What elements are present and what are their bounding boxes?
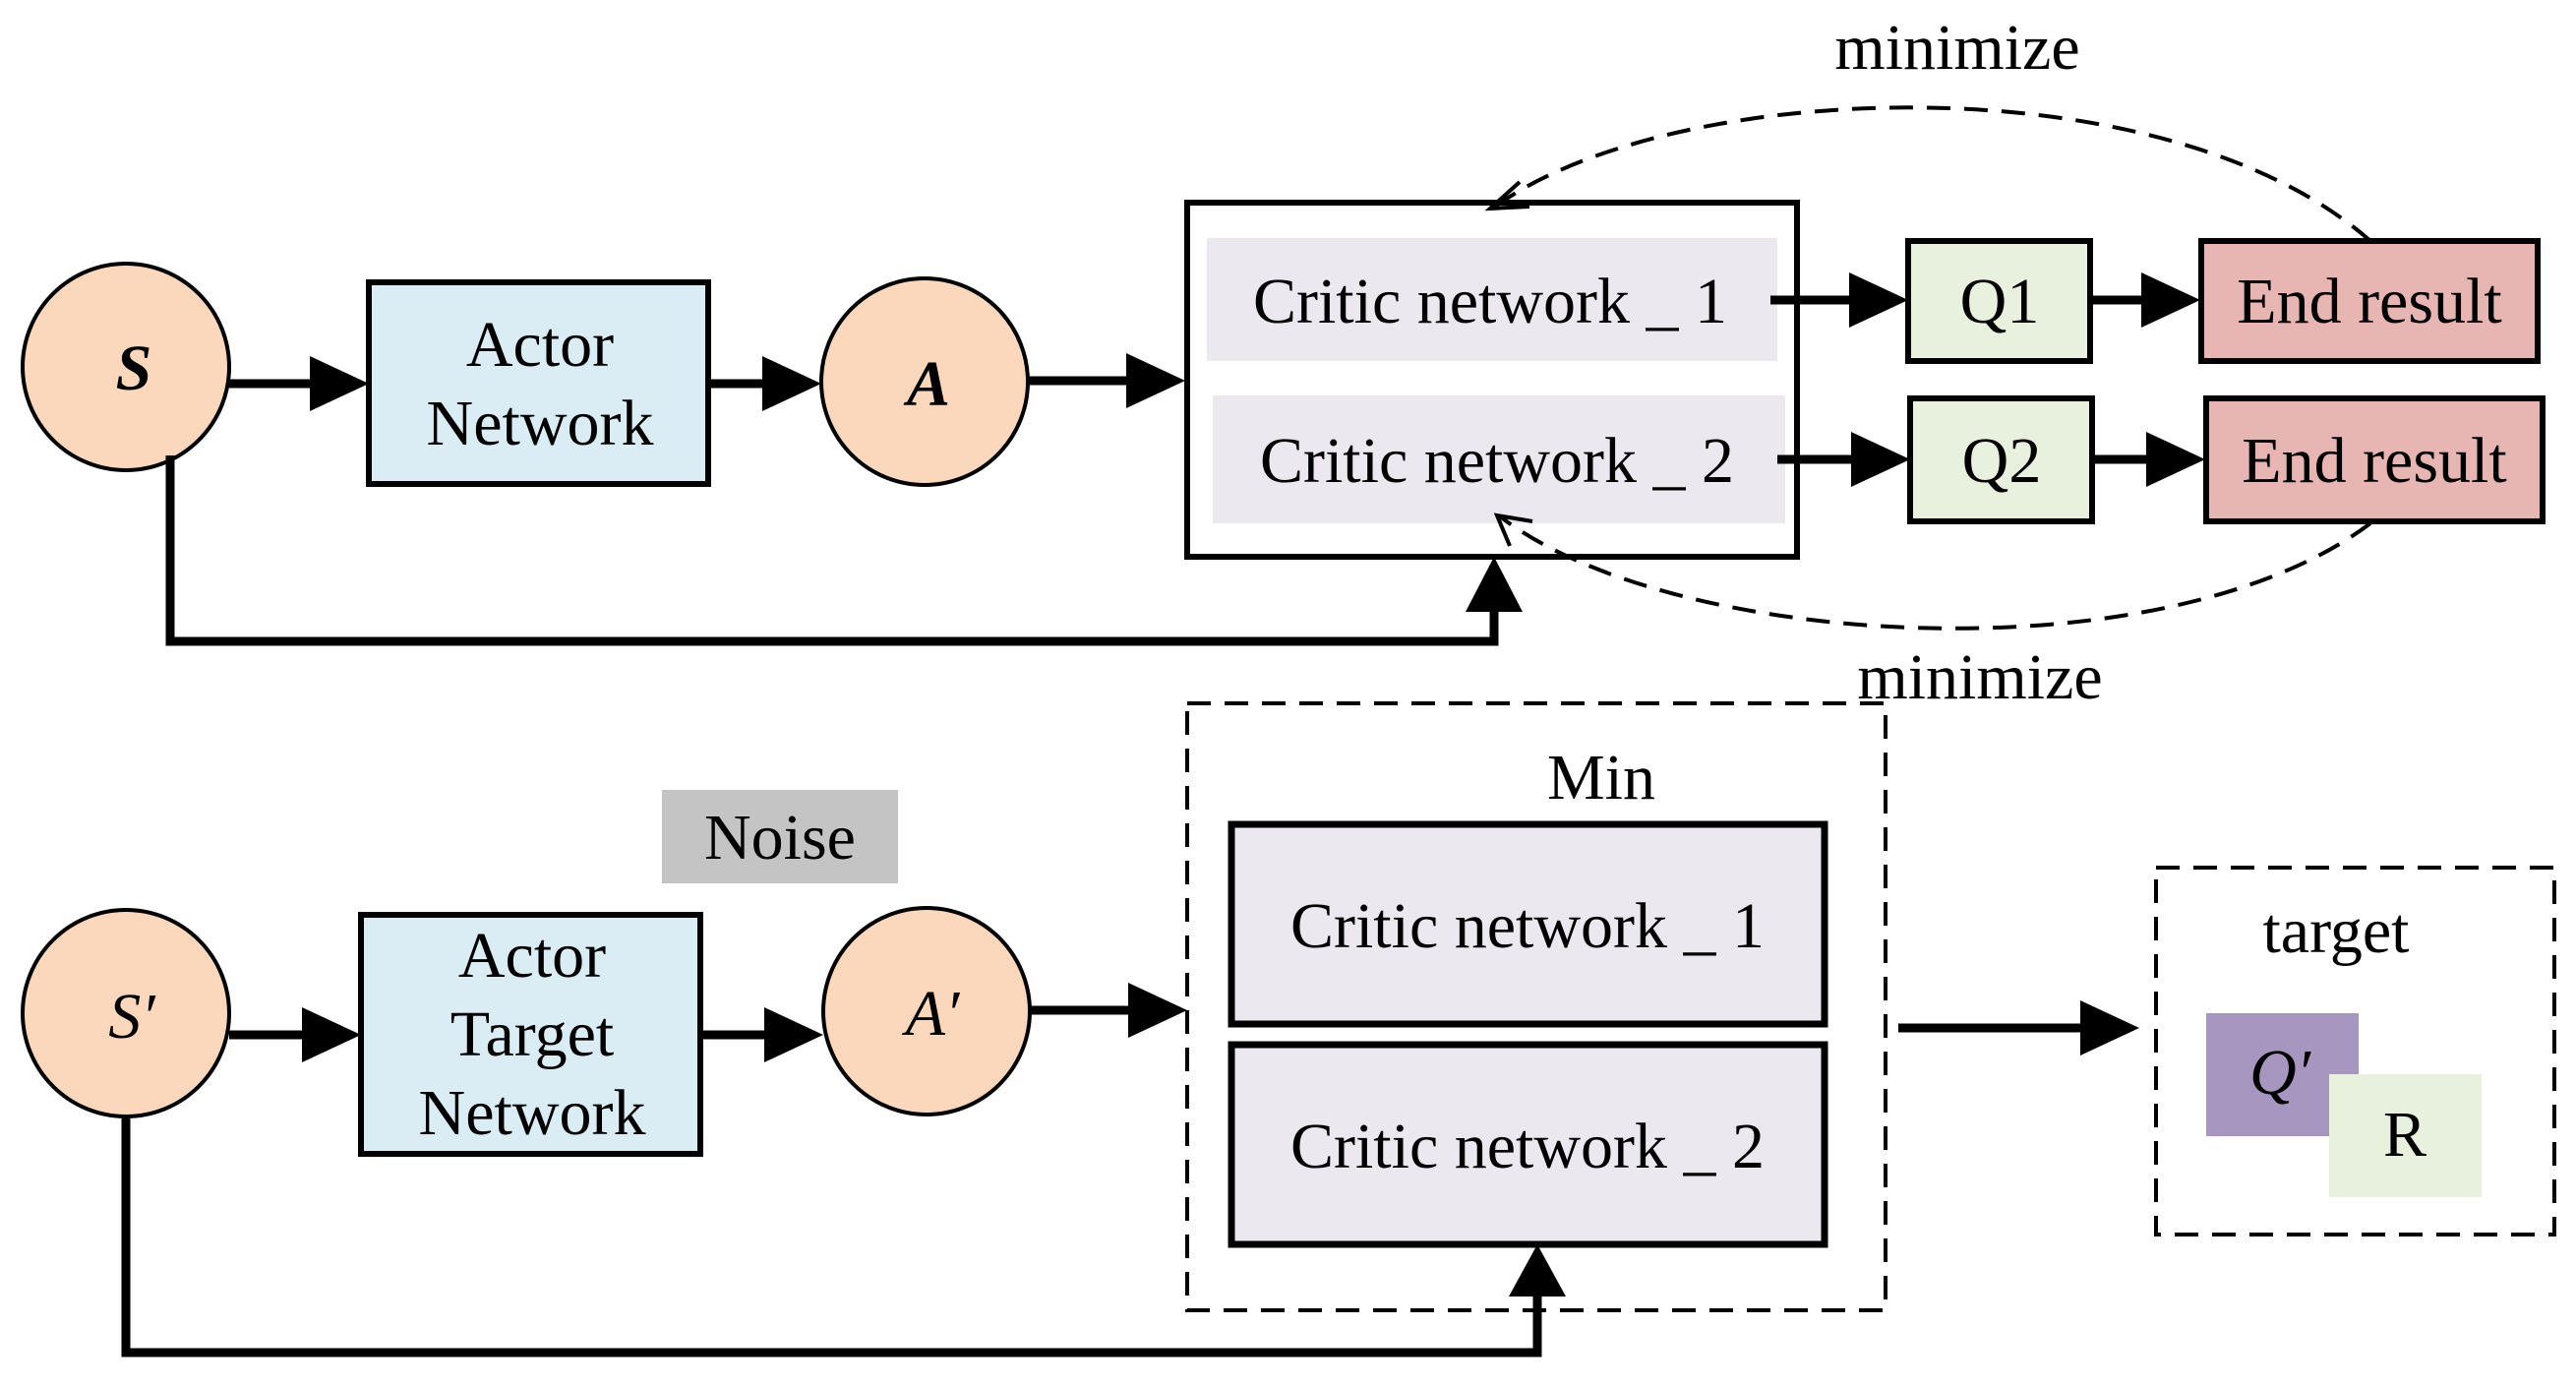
q1-box (1905, 238, 2093, 364)
critic-network-2-top-label: Critic network _ 2 (1260, 425, 1734, 497)
actor-target-network-box (358, 912, 703, 1157)
arrowhead-s-to-actor (310, 356, 369, 411)
noise-box (662, 790, 898, 883)
arrowhead-a-to-critics (1126, 353, 1185, 408)
action-a-prime-label: A′ (902, 978, 961, 1050)
state-s-node (21, 262, 231, 472)
minimize-arrowhead-bottom (1493, 513, 1533, 547)
arrowhead-aprime-to-min (1128, 983, 1187, 1038)
actor-network-box (366, 279, 711, 487)
feedback-arrowhead-top (1466, 557, 1523, 612)
critic-network-2-bottom-label: Critic network _ 2 (1290, 1111, 1765, 1182)
arrowhead-q1-to-end1 (2141, 272, 2200, 328)
arrowhead-critic2-to-q2 (1851, 432, 1910, 487)
r-label: R (2383, 1099, 2426, 1171)
critic-network-2-bottom (1228, 1041, 1828, 1248)
arrowhead-min-to-target (2080, 1000, 2139, 1055)
target-container (2154, 866, 2556, 1236)
feedback-sprime-to-critics (121, 1116, 1542, 1357)
arrowhead-actor-target-to-aprime (764, 1007, 823, 1062)
noise-label: Noise (704, 802, 856, 874)
critic-network-1-top-label: Critic network _ 1 (1253, 266, 1727, 337)
actor-target-label-1: Actor (458, 920, 606, 992)
q2-label: Q2 (1962, 425, 2042, 497)
minimize-curve-bottom (1498, 514, 2372, 631)
minimize-label-top: minimize (1834, 12, 2079, 84)
actor-target-label-2: Target (450, 998, 614, 1070)
critic-network-1-bottom (1228, 820, 1828, 1028)
minimize-arrowhead-top (1484, 180, 1530, 211)
critic-network-1-top (1207, 238, 1777, 361)
feedback-arrowhead-bottom (1509, 1244, 1566, 1297)
r-box (2329, 1074, 2482, 1197)
minimize-curve-top (1493, 105, 2372, 243)
end-result-1-label: End result (2237, 266, 2501, 337)
arrowhead-actor-to-a (762, 356, 821, 411)
minimize-label-bottom: minimize (1857, 641, 2102, 713)
end-result-1-box (2198, 238, 2541, 364)
feedback-s-to-critics (165, 455, 1499, 646)
actor-network-label-2: Network (427, 388, 654, 459)
end-result-2-label: End result (2242, 425, 2506, 497)
q1-label: Q1 (1960, 266, 2040, 337)
state-s-label: S (116, 332, 152, 404)
state-s-prime-label: S′ (108, 981, 156, 1053)
action-a-label: A (903, 348, 950, 420)
critic-network-2-top (1213, 395, 1785, 523)
arrowhead-sprime-to-actor-target (302, 1007, 361, 1062)
target-label: target (2262, 895, 2409, 967)
end-result-2-box (2203, 395, 2546, 524)
arrowhead-critic1-to-q1 (1849, 272, 1908, 328)
q-prime-label: Q′ (2249, 1037, 2312, 1109)
critic-network-1-bottom-label: Critic network _ 1 (1290, 890, 1765, 962)
arrowhead-q2-to-end2 (2146, 432, 2205, 487)
actor-network-label-1: Actor (466, 309, 614, 381)
min-label: Min (1547, 742, 1655, 814)
actor-target-label-3: Network (419, 1077, 646, 1149)
